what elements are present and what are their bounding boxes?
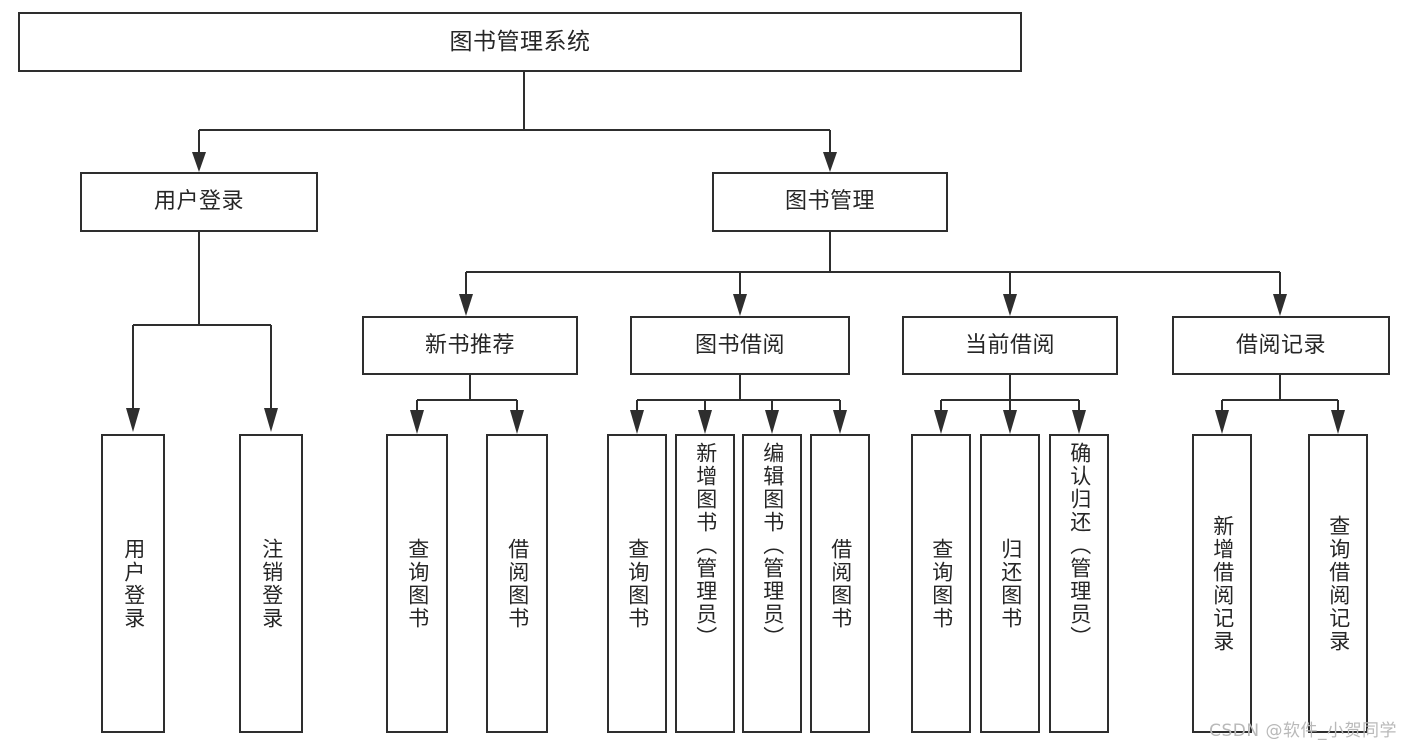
arrow-head-leaf-logout <box>264 408 278 432</box>
arrow-head-borrow-record <box>1273 294 1287 316</box>
node-user-login-label: 用户登录 <box>153 189 244 215</box>
leaf-current-confirm-return-label: 确认归还（管理员） <box>1067 442 1092 649</box>
arrow-head-record-leaf-1 <box>1215 410 1229 434</box>
node-book-management-label: 图书管理 <box>784 189 875 215</box>
arrow-head-user-login <box>192 152 206 172</box>
leaf-record-query-record[interactable]: 查询借阅记录 <box>1308 434 1368 733</box>
arrow-head-new-book <box>459 294 473 316</box>
node-current-borrow[interactable]: 当前借阅 <box>902 316 1118 375</box>
leaf-borrow-edit-book[interactable]: 编辑图书（管理员） <box>742 434 802 733</box>
leaf-borrow-query-book[interactable]: 查询图书 <box>607 434 667 733</box>
leaf-current-return-book-label: 归还图书 <box>998 537 1023 630</box>
node-book-borrow-label: 图书借阅 <box>694 332 785 358</box>
leaf-borrow-edit-book-label: 编辑图书（管理员） <box>760 442 785 649</box>
leaf-current-query-book[interactable]: 查询图书 <box>911 434 971 733</box>
leaf-borrow-query-book-label: 查询图书 <box>625 537 650 630</box>
node-user-login[interactable]: 用户登录 <box>80 172 318 232</box>
arrow-head-current-leaf-2 <box>1003 410 1017 434</box>
node-book-management[interactable]: 图书管理 <box>712 172 948 232</box>
node-borrow-record-label: 借阅记录 <box>1235 332 1326 358</box>
node-new-book-recommend-label: 新书推荐 <box>424 332 515 358</box>
leaf-user-login[interactable]: 用户登录 <box>101 434 165 733</box>
leaf-newbook-query-book-label: 查询图书 <box>405 537 430 630</box>
node-borrow-record[interactable]: 借阅记录 <box>1172 316 1390 375</box>
leaf-borrow-add-book-label: 新增图书（管理员） <box>693 442 718 649</box>
arrow-head-book-mgmt <box>823 152 837 172</box>
arrow-head-borrow-leaf-3 <box>765 410 779 434</box>
leaf-logout[interactable]: 注销登录 <box>239 434 303 733</box>
leaf-record-add-record-label: 新增借阅记录 <box>1210 514 1235 653</box>
arrow-head-borrow-book <box>733 294 747 316</box>
leaf-logout-label: 注销登录 <box>259 537 284 630</box>
arrow-head-current-leaf-3 <box>1072 410 1086 434</box>
leaf-borrow-borrow-book[interactable]: 借阅图书 <box>810 434 870 733</box>
node-current-borrow-label: 当前借阅 <box>964 332 1055 358</box>
arrow-head-current-borrow <box>1003 294 1017 316</box>
leaf-borrow-add-book[interactable]: 新增图书（管理员） <box>675 434 735 733</box>
arrow-head-borrow-leaf-4 <box>833 410 847 434</box>
leaf-newbook-query-book[interactable]: 查询图书 <box>386 434 448 733</box>
leaf-current-return-book[interactable]: 归还图书 <box>980 434 1040 733</box>
leaf-record-query-record-label: 查询借阅记录 <box>1326 514 1351 653</box>
arrow-head-borrow-leaf-2 <box>698 410 712 434</box>
leaf-user-login-label: 用户登录 <box>121 537 146 630</box>
node-new-book-recommend[interactable]: 新书推荐 <box>362 316 578 375</box>
node-book-borrow[interactable]: 图书借阅 <box>630 316 850 375</box>
arrow-head-newbook-leaf-2 <box>510 410 524 434</box>
arrow-head-borrow-leaf-1 <box>630 410 644 434</box>
leaf-current-query-book-label: 查询图书 <box>929 537 954 630</box>
arrow-head-leaf-user-login <box>126 408 140 432</box>
leaf-current-confirm-return[interactable]: 确认归还（管理员） <box>1049 434 1109 733</box>
arrow-head-newbook-leaf-1 <box>410 410 424 434</box>
node-root-system[interactable]: 图书管理系统 <box>18 12 1022 72</box>
leaf-newbook-borrow-book-label: 借阅图书 <box>505 537 530 630</box>
leaf-record-add-record[interactable]: 新增借阅记录 <box>1192 434 1252 733</box>
leaf-newbook-borrow-book[interactable]: 借阅图书 <box>486 434 548 733</box>
arrow-head-current-leaf-1 <box>934 410 948 434</box>
csdn-watermark: CSDN @软件_小贺同学 <box>1209 721 1397 741</box>
node-root-system-label: 图书管理系统 <box>449 28 591 55</box>
arrow-head-record-leaf-2 <box>1331 410 1345 434</box>
leaf-borrow-borrow-book-label: 借阅图书 <box>828 537 853 630</box>
